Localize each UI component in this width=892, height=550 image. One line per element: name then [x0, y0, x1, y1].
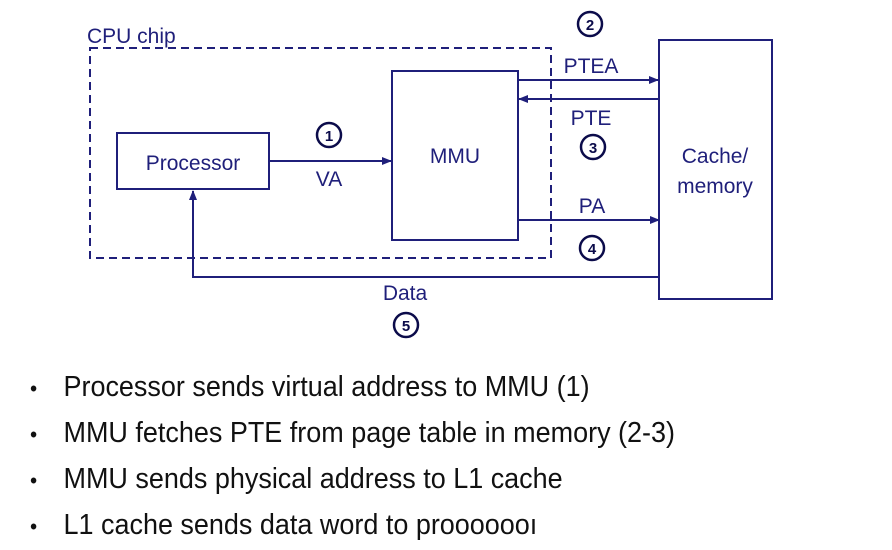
bullet-item: • Processor sends virtual address to MMU … [30, 364, 675, 410]
step-5-number: 5 [402, 318, 410, 335]
step-1-circle [315, 121, 343, 149]
bullet-text: MMU fetches PTE from page table in memor… [63, 417, 675, 449]
bullet-text: L1 cache sends data word to prooooooı [63, 509, 538, 541]
step-3-number: 3 [589, 140, 597, 157]
step-1-number: 1 [325, 128, 333, 145]
step-4-circle [578, 234, 606, 262]
processor-label: Processor [146, 152, 241, 175]
cache-memory-label-line1: Cache/ [682, 145, 749, 168]
explanation-list: • Processor sends virtual address to MMU … [30, 364, 724, 548]
bullet-icon: • [30, 514, 38, 539]
cache-memory-box [658, 39, 773, 300]
step-3-circle [579, 133, 607, 161]
step-2-number: 2 [586, 17, 594, 34]
step-2-circle [576, 10, 604, 38]
bullet-icon: • [30, 468, 38, 493]
pa-label: PA [579, 195, 605, 218]
cpu-chip-boundary [89, 47, 552, 259]
address-translation-diagram: CPU chip Processor MMU Cache/ memory VA … [87, 10, 773, 339]
cache-memory-label-line2: memory [677, 175, 753, 198]
bullet-text: MMU sends physical address to L1 cache [63, 463, 563, 495]
step-4-number: 4 [588, 241, 597, 258]
bullet-item: • MMU sends physical address to L1 cache [30, 456, 675, 502]
bullet-item: • L1 cache sends data word to prooooooı [30, 502, 675, 548]
bullet-item: • MMU fetches PTE from page table in memo… [30, 410, 675, 456]
cpu-chip-label: CPU chip [87, 25, 176, 48]
data-label: Data [383, 282, 428, 305]
data-arrow [189, 190, 659, 278]
pte-label: PTE [571, 107, 612, 130]
bullet-icon: • [30, 376, 38, 401]
bullet-icon: • [30, 422, 38, 447]
mmu-box [391, 70, 519, 241]
mmu-label: MMU [430, 145, 480, 168]
step-5-circle [392, 311, 420, 339]
bullet-text: Processor sends virtual address to MMU (… [63, 371, 590, 403]
ptea-label: PTEA [564, 55, 619, 78]
va-label: VA [316, 168, 342, 191]
